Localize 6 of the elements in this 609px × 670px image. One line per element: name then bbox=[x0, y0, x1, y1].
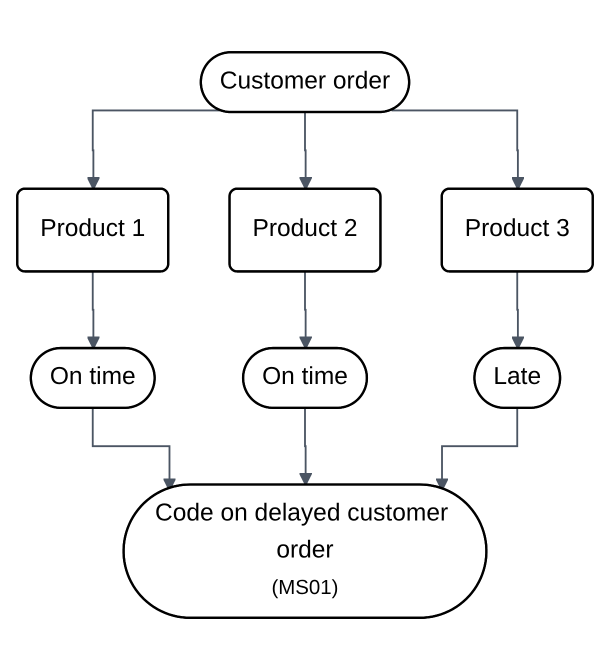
arrow bbox=[298, 271, 312, 350]
arrow bbox=[510, 271, 524, 350]
arrow bbox=[86, 110, 220, 190]
arrow bbox=[86, 271, 100, 350]
arrow bbox=[391, 110, 524, 190]
arrow bbox=[298, 112, 312, 190]
